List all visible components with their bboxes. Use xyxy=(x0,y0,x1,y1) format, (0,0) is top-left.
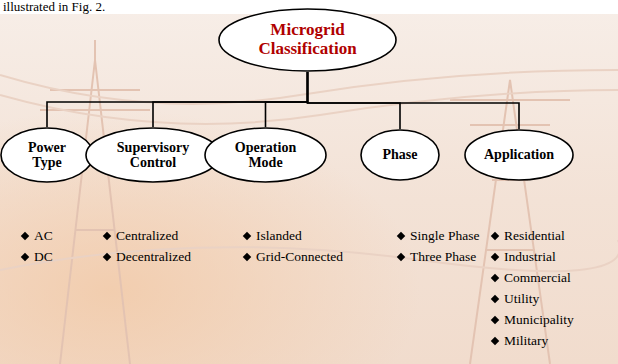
list-item-text: Single Phase xyxy=(410,228,479,244)
list-item-text: Industrial xyxy=(504,249,556,265)
node-text-group: Power Type xyxy=(17,140,77,171)
ellipse-shape xyxy=(1,128,93,182)
bullet-item: Utility xyxy=(492,291,539,307)
list-item-text: Three Phase xyxy=(410,249,476,265)
node-text-group: Supervisory Control xyxy=(107,140,199,171)
bullet-diamond xyxy=(243,232,251,240)
body-text: illustrated in Fig. 2. xyxy=(3,0,105,15)
category-name: Operation Mode xyxy=(225,140,307,171)
root-title: Microgrid Classification xyxy=(245,21,370,58)
tree-connector xyxy=(47,72,308,127)
bullet-item: Residential xyxy=(492,228,565,244)
list-item-text: Centralized xyxy=(116,228,178,244)
bullet-item: Municipality xyxy=(492,312,574,328)
bullet-item: Grid-Connected xyxy=(244,249,343,265)
bullet-item: Commercial xyxy=(492,270,571,286)
bullet-item: Decentralized xyxy=(104,249,191,265)
ellipse-shape xyxy=(86,128,220,182)
bullet-item: Islanded xyxy=(244,228,302,244)
category-ellipse: Phase xyxy=(360,129,440,181)
ellipse-shape xyxy=(219,9,396,71)
bullet-diamond xyxy=(491,316,499,324)
tree-connector xyxy=(153,72,308,127)
node-text-group: Phase xyxy=(383,147,418,162)
bullet-diamond xyxy=(21,253,29,261)
bullet-item: Industrial xyxy=(492,249,556,265)
node-text-group: Application xyxy=(484,147,554,162)
ellipse-shape xyxy=(465,130,573,180)
category-name: Power Type xyxy=(17,140,77,171)
bullet-diamond xyxy=(243,253,251,261)
category-ellipse: Application xyxy=(464,129,574,181)
tree-connector xyxy=(308,72,520,129)
category-ellipse: Supervisory Control xyxy=(85,127,221,183)
tree-connector xyxy=(266,72,308,127)
tree-connector xyxy=(308,72,401,129)
bullet-diamond xyxy=(491,295,499,303)
list-item-text: Municipality xyxy=(504,312,574,328)
bullet-item: Three Phase xyxy=(398,249,476,265)
bullet-item: Military xyxy=(492,333,548,349)
list-item-text: DC xyxy=(34,249,53,265)
bullet-diamond xyxy=(491,337,499,345)
bullet-diamond xyxy=(21,232,29,240)
bullet-item: AC xyxy=(22,228,53,244)
node-text-group: Microgrid Classification xyxy=(245,21,370,58)
list-item-text: Islanded xyxy=(256,228,302,244)
bullet-diamond xyxy=(103,253,111,261)
category-ellipse: Power Type xyxy=(0,127,94,183)
list-item-text: Utility xyxy=(504,291,539,307)
ellipse-shape xyxy=(205,128,326,182)
node-text-group: Operation Mode xyxy=(225,140,307,171)
pylon-silhouettes xyxy=(0,40,618,364)
ellipse-shape xyxy=(361,130,439,180)
list-item-text: AC xyxy=(34,228,53,244)
bullet-diamond xyxy=(397,253,405,261)
category-name: Phase xyxy=(383,147,418,162)
category-name: Application xyxy=(484,147,554,162)
bullet-item: Single Phase xyxy=(398,228,479,244)
bullet-diamond xyxy=(103,232,111,240)
bullet-item: Centralized xyxy=(104,228,178,244)
bullet-diamond xyxy=(397,232,405,240)
list-item-text: Residential xyxy=(504,228,565,244)
list-item-text: Military xyxy=(504,333,548,349)
bullet-diamond xyxy=(491,274,499,282)
bullet-diamond xyxy=(491,232,499,240)
root-ellipse: Microgrid Classification xyxy=(218,8,397,72)
category-name: Supervisory Control xyxy=(107,140,199,171)
bullet-item: DC xyxy=(22,249,53,265)
list-item-text: Commercial xyxy=(504,270,571,286)
list-item-text: Decentralized xyxy=(116,249,191,265)
category-ellipse: Operation Mode xyxy=(204,127,327,183)
cropped-caption: illustrated in Fig. 2. xyxy=(3,0,105,15)
bullet-diamond xyxy=(491,253,499,261)
list-item-text: Grid-Connected xyxy=(256,249,343,265)
